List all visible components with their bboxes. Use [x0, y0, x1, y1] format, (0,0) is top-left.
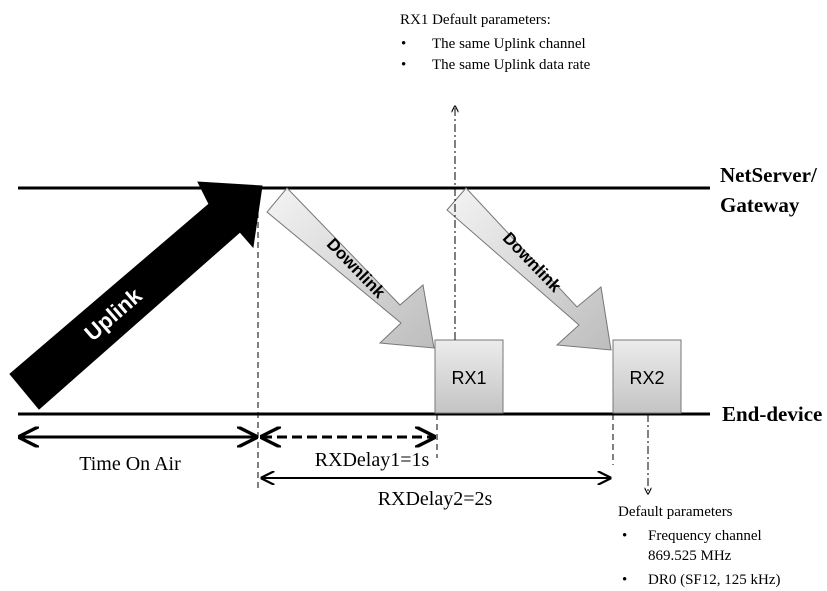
rx1-window: RX1	[434, 339, 504, 414]
rx-delay-1-label: RXDelay1=1s	[315, 449, 430, 471]
bullet-icon: •	[622, 572, 627, 588]
rx2-default-params-note: Default parameters • Frequency channel 8…	[618, 504, 781, 588]
uplink-arrow: Uplink	[9, 181, 263, 410]
bullet-icon: •	[401, 36, 406, 52]
end-device-label: End-device	[722, 402, 822, 426]
rx2-note-item-line1: Frequency channel	[648, 528, 762, 544]
rx1-note-title: RX1 Default parameters:	[400, 12, 551, 28]
rx2-window: RX2	[612, 339, 682, 414]
gateway-label-line1: NetServer/	[720, 163, 818, 187]
gateway-label-line2: Gateway	[720, 193, 800, 217]
rx-delay-2-label: RXDelay2=2s	[378, 488, 493, 510]
rx1-note-item: The same Uplink channel	[432, 36, 586, 52]
rx1-default-params-note: RX1 Default parameters: • The same Uplin…	[400, 12, 591, 73]
rx1-note-item: The same Uplink data rate	[432, 57, 591, 73]
rx1-label: RX1	[451, 368, 486, 388]
downlink-arrow-2: Downlink	[446, 187, 612, 351]
rx2-note-item-line2: 869.525 MHz	[648, 548, 732, 564]
downlink-label-1: Downlink	[323, 234, 390, 302]
rx2-note-title: Default parameters	[618, 504, 733, 520]
bullet-icon: •	[401, 57, 406, 73]
rx2-note-item-line1: DR0 (SF12, 125 kHz)	[648, 572, 781, 588]
downlink-arrow-1: Downlink	[266, 187, 435, 349]
bullet-icon: •	[622, 528, 627, 544]
rx2-label: RX2	[629, 368, 664, 388]
time-on-air-label: Time On Air	[79, 453, 181, 475]
